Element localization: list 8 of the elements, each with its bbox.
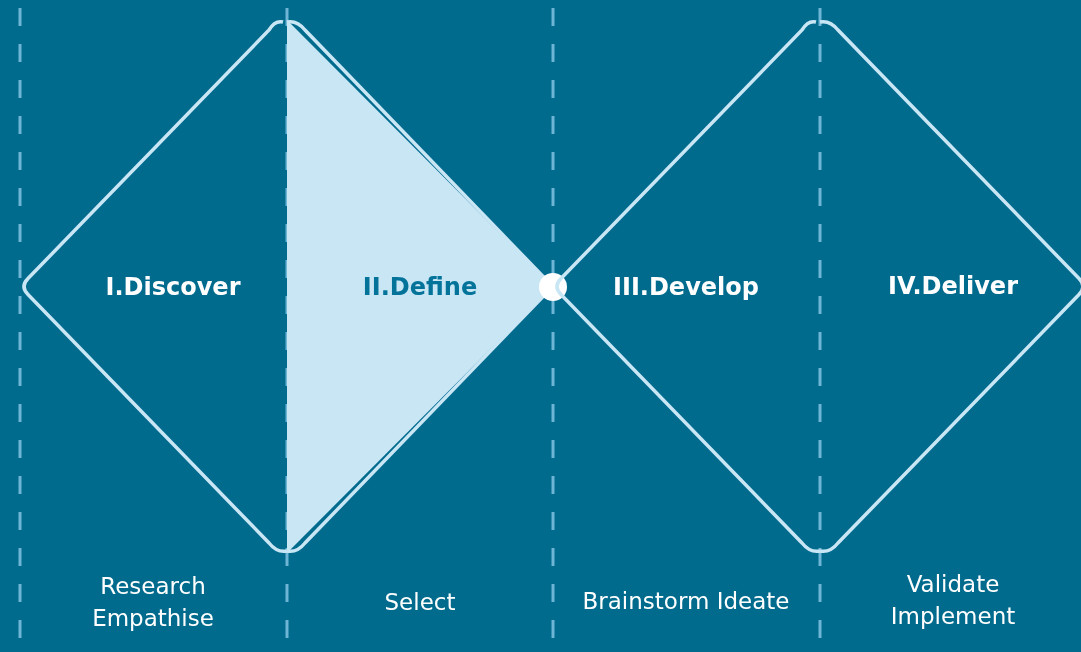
activity-label: Validate Implement: [889, 570, 1017, 631]
activity-label: Research Empathise: [91, 572, 215, 633]
activity-label: Select: [383, 588, 457, 617]
activity-label: Brainstorm Ideate: [581, 587, 791, 616]
phase-title: II.Define: [362, 273, 478, 301]
phase-title: I.Discover: [105, 273, 241, 301]
phase-title: IV.Deliver: [888, 272, 1018, 300]
phase-title: III.Develop: [613, 273, 759, 301]
